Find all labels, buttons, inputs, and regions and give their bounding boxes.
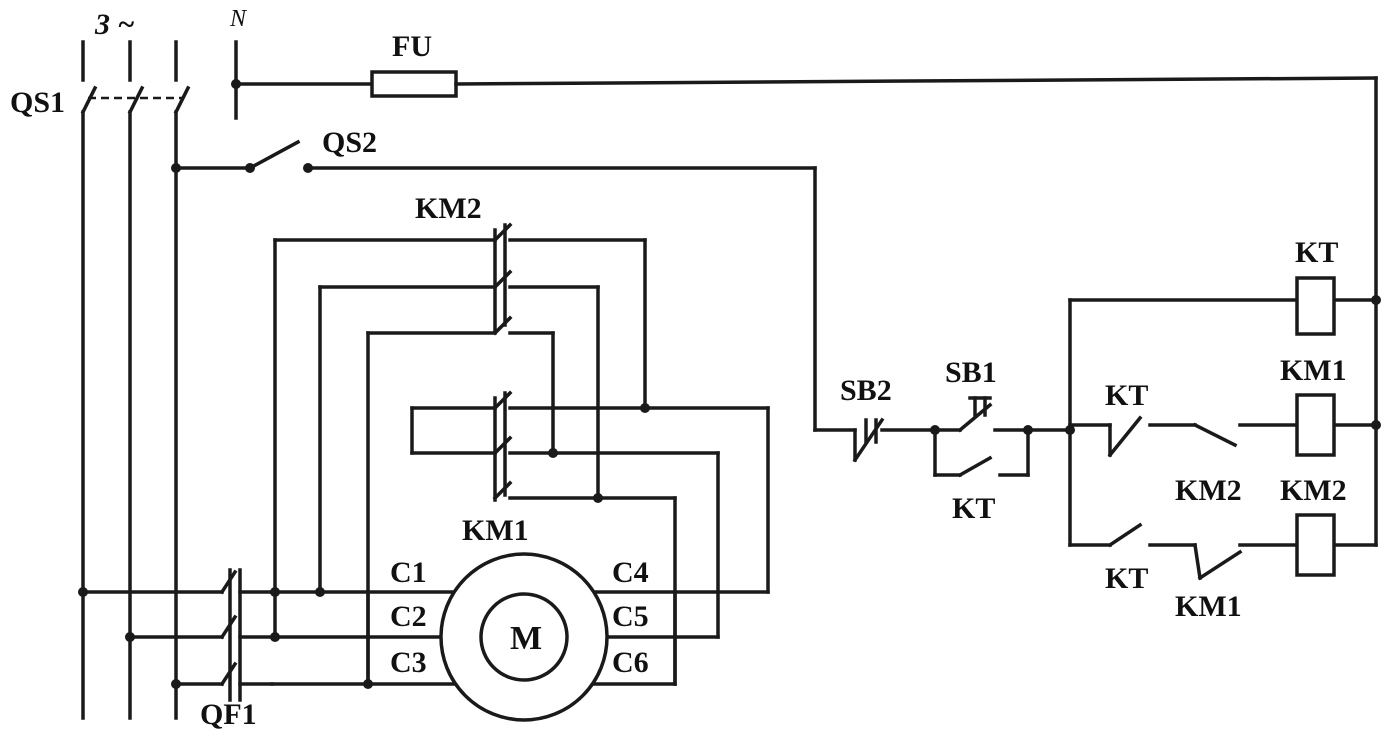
kt-holding-label: KT <box>952 492 995 525</box>
sb1-pushbutton <box>933 396 1072 433</box>
qs2-switch <box>174 139 857 432</box>
sb1-label: SB1 <box>945 356 997 389</box>
sb2-label: SB2 <box>840 374 892 407</box>
sb2-pushbutton <box>852 417 937 463</box>
neutral-label: N <box>229 6 248 32</box>
km1-main-contacts <box>492 390 513 502</box>
phase-label: 3 ~ <box>94 8 135 41</box>
terminal-c1: C1 <box>390 556 427 589</box>
junction-dots <box>78 79 1381 689</box>
kt-coil-label: KT <box>1295 236 1338 269</box>
control-branches <box>1068 298 1378 581</box>
kt-holding-contact <box>933 428 1030 478</box>
motor-label: M <box>510 620 542 657</box>
terminal-c5: C5 <box>612 600 649 633</box>
terminal-c2: C2 <box>390 600 427 633</box>
km1-interlock-label: KM1 <box>1175 590 1242 623</box>
qs1-label: QS1 <box>10 86 65 119</box>
motor <box>439 552 609 722</box>
terminal-c4: C4 <box>612 556 649 589</box>
qf1-breaker <box>81 568 274 702</box>
terminal-c3: C3 <box>390 646 427 679</box>
km2-interlock-label: KM2 <box>1175 474 1242 507</box>
km1-main-label: KM1 <box>462 514 529 547</box>
kt-contact-2-label: KT <box>1105 562 1148 595</box>
terminal-c6: C6 <box>612 646 649 679</box>
km2-main-contacts <box>492 222 513 336</box>
qf1-label: QF1 <box>200 698 257 731</box>
km2-coil-label: KM2 <box>1280 474 1347 507</box>
fuse-label: FU <box>392 30 432 63</box>
kt-coil <box>1295 276 1336 336</box>
qs2-label: QS2 <box>322 126 377 159</box>
km2-main-label: KM2 <box>415 192 482 225</box>
supply-lines <box>80 40 238 720</box>
km1-coil-label: KM1 <box>1280 354 1347 387</box>
fuse-fu <box>234 70 1378 547</box>
km1-coil <box>1295 393 1336 457</box>
km2-coil <box>1295 513 1336 577</box>
kt-contact-1-label: KT <box>1105 379 1148 412</box>
